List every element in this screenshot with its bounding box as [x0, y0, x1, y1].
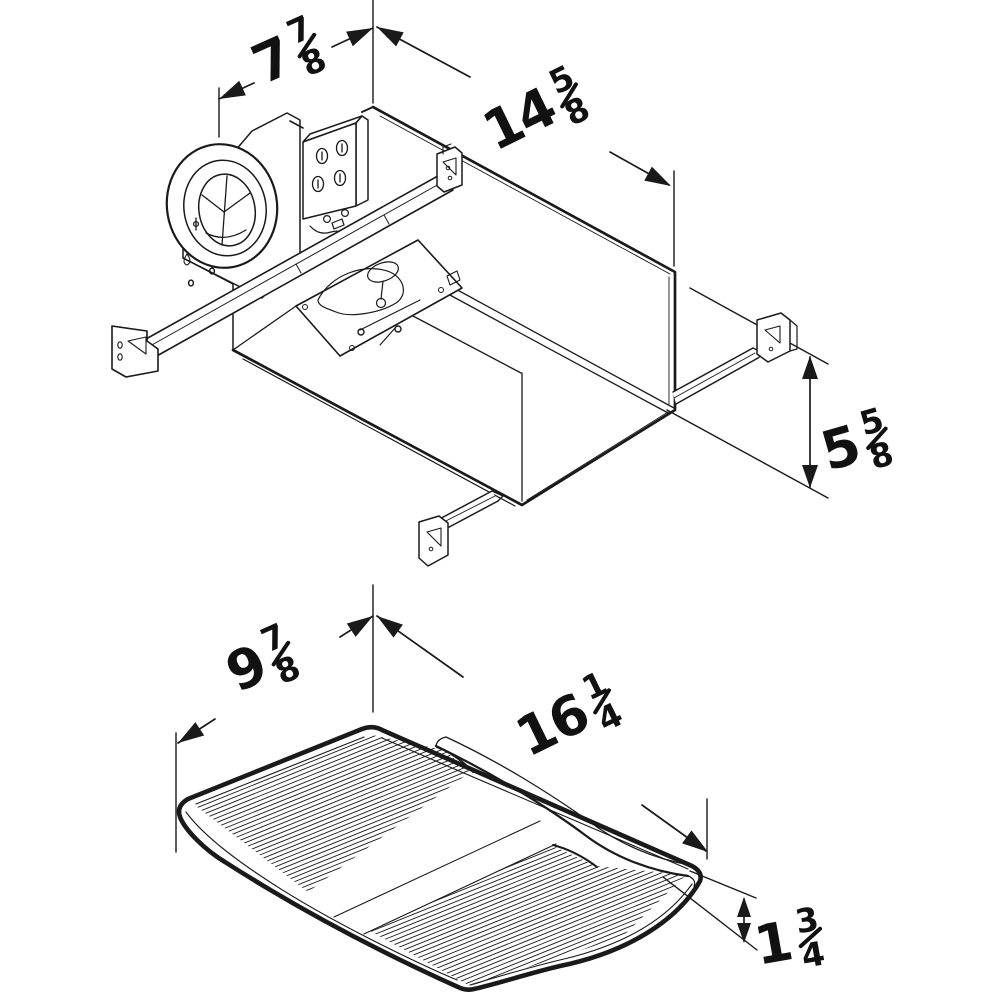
blower-plate [295, 239, 463, 357]
grille-louvers-lower [370, 846, 686, 986]
hanger-bar-rear [111, 143, 463, 378]
mounting-bracket-rear-right [436, 143, 463, 193]
mounting-bracket-bottom [418, 515, 449, 567]
duct-collar [165, 143, 279, 269]
electrical-outlet-panel [302, 115, 369, 237]
mounting-bracket-right [756, 312, 798, 363]
housing-outline [231, 105, 677, 507]
grille-outline [176, 724, 703, 992]
housing-opening-interior [232, 115, 675, 507]
hanger-bar-front [418, 312, 798, 567]
damper-flap [192, 175, 251, 246]
mounting-bracket-left [111, 325, 159, 378]
housing-figure [111, 0, 829, 567]
receptacle-outlets [311, 139, 349, 193]
grille-inner-rims [185, 736, 693, 986]
